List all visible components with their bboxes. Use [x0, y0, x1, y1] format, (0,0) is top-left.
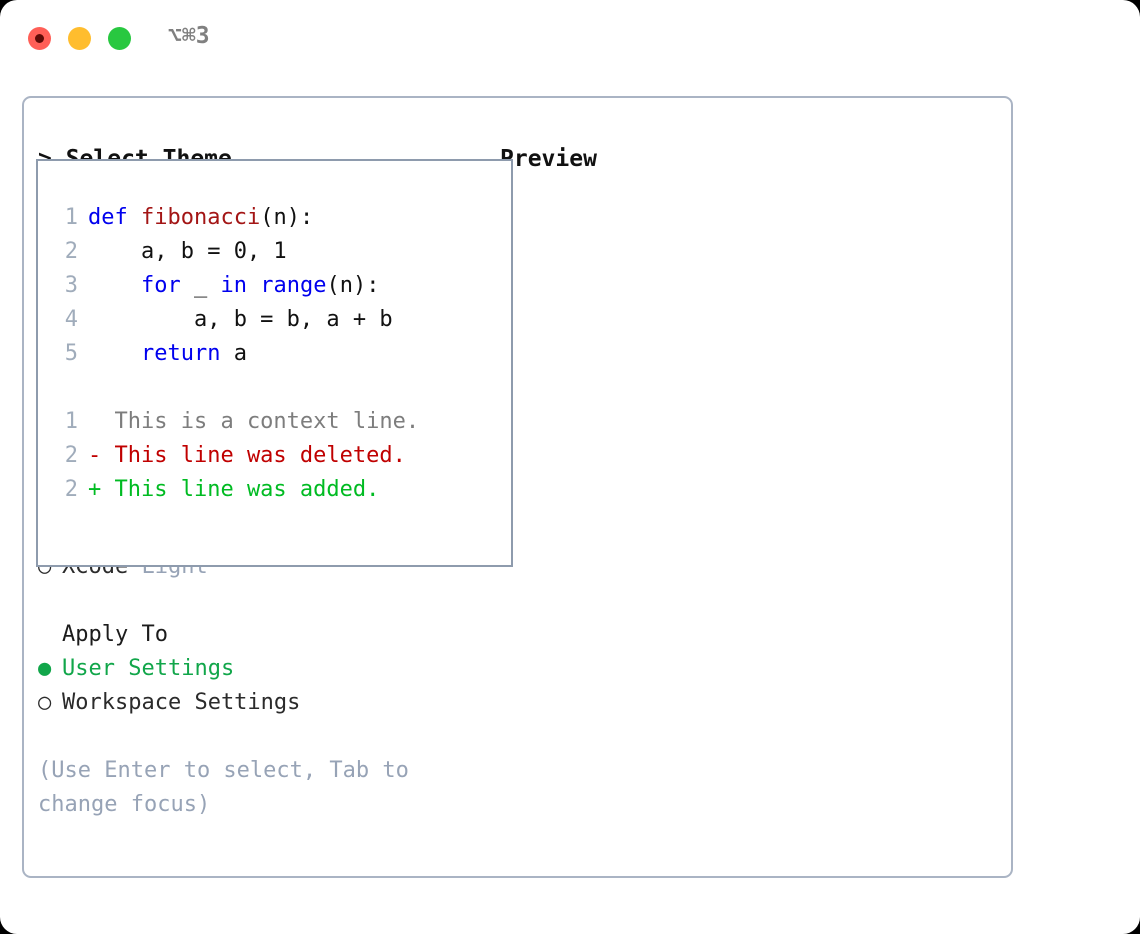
code-token-kw: def: [88, 205, 141, 230]
code-token-kw: for: [140, 273, 181, 298]
code-line: 5 return a: [50, 337, 502, 371]
code-token-plain: [88, 273, 141, 298]
line-number: 3: [64, 273, 78, 298]
line-number: 2: [64, 477, 78, 502]
code-token-plain: a, b = 0, 1: [88, 239, 287, 264]
code-token-plain: [247, 273, 260, 298]
code-token-plain: (n):: [260, 205, 314, 230]
apply-to-option-label: User Settings: [62, 656, 235, 681]
preview-column: Preview: [500, 142, 1000, 176]
close-button[interactable]: [28, 27, 51, 50]
maximize-button[interactable]: [108, 27, 131, 50]
code-token-fn: fibonacci: [140, 205, 261, 230]
code-line: 4 a, b = b, a + b: [50, 303, 502, 337]
code-line: 2 a, b = 0, 1: [50, 235, 502, 269]
code-diff-spacer: [50, 371, 502, 405]
radio-unselected-icon: ○: [38, 690, 52, 715]
preview-header: Preview: [500, 146, 597, 172]
line-number: 5: [64, 341, 78, 366]
title-bar: ⌥⌘3: [0, 0, 1140, 76]
diff-line-add: 2 + This line was added.: [50, 473, 502, 507]
line-number: 2: [64, 443, 78, 468]
diff-snippet: 1 This is a context line. 2 - This line wa…: [50, 405, 502, 507]
theme-selector-panel: > Select Theme ○ANSI Dark○Atom One Dark○…: [22, 96, 1013, 878]
diff-text: - This line was deleted.: [88, 443, 406, 468]
code-token-plain: (n):: [326, 273, 380, 298]
apply-to-option-label: Workspace Settings: [62, 690, 301, 715]
diff-text: This is a context line.: [88, 409, 420, 434]
code-token-kw: return: [140, 341, 221, 366]
list-spacer: [38, 584, 498, 618]
code-token-plain: a: [220, 341, 247, 366]
apply-to-list[interactable]: ● User Settings ○ Workspace Settings: [38, 652, 498, 720]
line-number: 2: [64, 239, 78, 264]
recording-indicator-icon: [35, 34, 44, 43]
diff-line-ctx: 1 This is a context line.: [50, 405, 502, 439]
line-number: 4: [64, 307, 78, 332]
radio-selected-icon: ●: [38, 656, 52, 681]
keyboard-shortcut-label: ⌥⌘3: [168, 23, 210, 49]
keyboard-hint-text: (Use Enter to select, Tab to change focu…: [38, 758, 409, 817]
apply-to-header: Apply To: [62, 622, 168, 647]
line-number: 1: [64, 409, 78, 434]
code-token-plain: a, b = b, a + b: [88, 307, 393, 332]
diff-line-del: 2 - This line was deleted.: [50, 439, 502, 473]
line-number: 1: [64, 205, 78, 230]
code-token-kw: range: [260, 273, 327, 298]
code-line: 1 def fibonacci(n):: [50, 201, 502, 235]
apply-to-option-workspace-settings[interactable]: ○ Workspace Settings: [38, 686, 498, 720]
diff-text: + This line was added.: [88, 477, 380, 502]
apply-to-option-user-settings[interactable]: ● User Settings: [38, 652, 498, 686]
code-token-plain: [88, 341, 141, 366]
code-token-plain: _: [180, 273, 221, 298]
minimize-button[interactable]: [68, 27, 91, 50]
code-line: 3 for _ in range(n):: [50, 269, 502, 303]
code-token-kw: in: [220, 273, 247, 298]
